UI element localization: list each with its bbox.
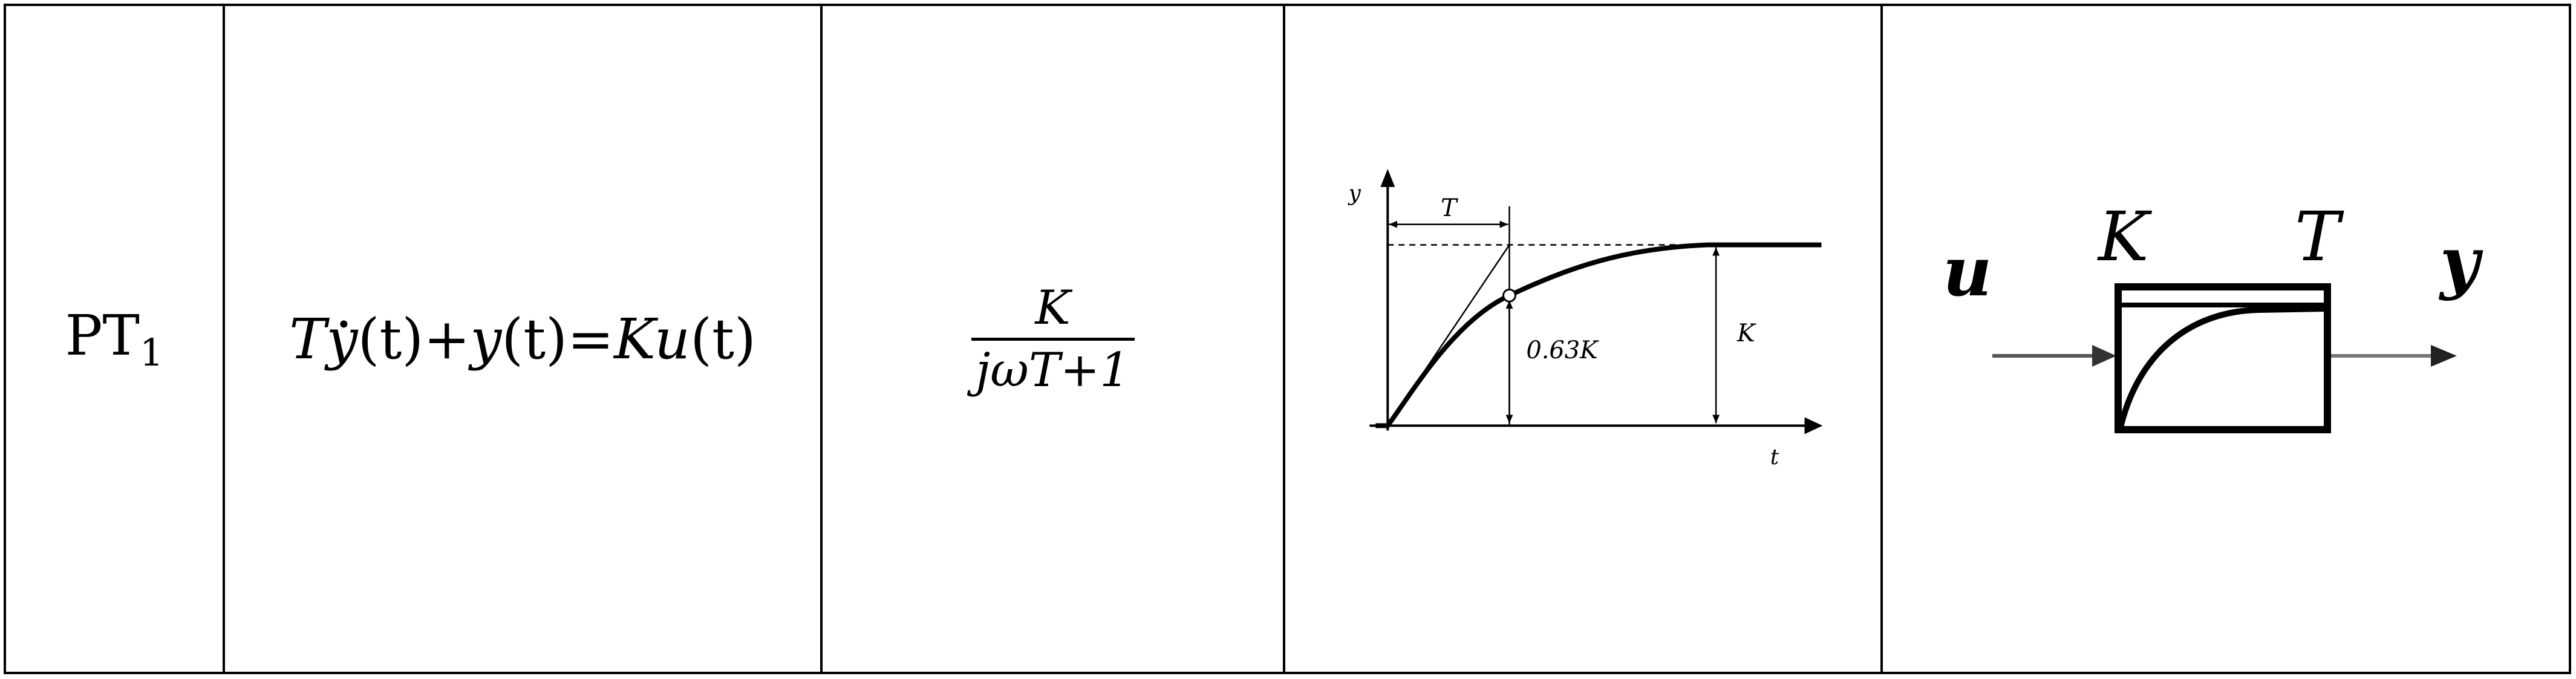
- fraction-denominator: jωT+1: [976, 343, 1130, 398]
- t-axis-label: t: [1770, 445, 1779, 470]
- block-step-curve: [2117, 306, 2325, 428]
- input-label: u: [1943, 232, 1992, 312]
- element-name-subscript: 1: [139, 330, 164, 375]
- ode-part: (t)=: [501, 306, 615, 372]
- fraction-bar: [971, 337, 1135, 341]
- gain-label: K: [1736, 320, 1756, 347]
- gain-parameter-label: K: [2097, 198, 2153, 277]
- time-constant-label: T: [1441, 194, 1458, 222]
- input-arrowhead: [2092, 345, 2116, 367]
- step-response-cell: y t T 0.63K K: [1285, 6, 1883, 672]
- element-name: PT1: [65, 303, 164, 375]
- differential-equation-cell: Ty(t)+y(t)=Ku(t): [225, 6, 823, 672]
- sixty-three-percent-point: [1502, 288, 1516, 303]
- ode-part: y: [470, 306, 502, 372]
- y-axis-label: y: [1348, 181, 1361, 206]
- ode-part: T: [289, 306, 327, 372]
- ode-part: Ku: [614, 306, 691, 372]
- transfer-element-table: PT1 Ty(t)+y(t)=Ku(t) K jωT+1: [4, 4, 2571, 674]
- frequency-response-cell: K jωT+1: [823, 6, 1285, 672]
- ode-ydot: y: [326, 307, 357, 372]
- output-arrowhead: [2430, 345, 2457, 367]
- ode-part: (t): [690, 306, 756, 372]
- output-label: y: [2438, 223, 2483, 302]
- block-symbol: u y K T: [1943, 198, 2483, 433]
- block-symbol-cell: u y K T: [1883, 6, 2569, 672]
- time-constant-parameter-label: T: [2295, 198, 2344, 277]
- differential-equation: Ty(t)+y(t)=Ku(t): [289, 307, 756, 372]
- element-name-text: PT: [65, 303, 140, 368]
- t-axis-arrowhead: [1804, 417, 1823, 435]
- y-axis-arrowhead: [1380, 169, 1395, 188]
- fraction-numerator: K: [1035, 280, 1071, 335]
- step-response-plot: y t T 0.63K K: [1348, 169, 1823, 470]
- element-name-cell: PT1: [6, 6, 225, 672]
- ode-part: (t)+: [357, 306, 471, 372]
- frequency-response-fraction: K jωT+1: [971, 281, 1135, 398]
- level-label: 0.63K: [1526, 336, 1599, 364]
